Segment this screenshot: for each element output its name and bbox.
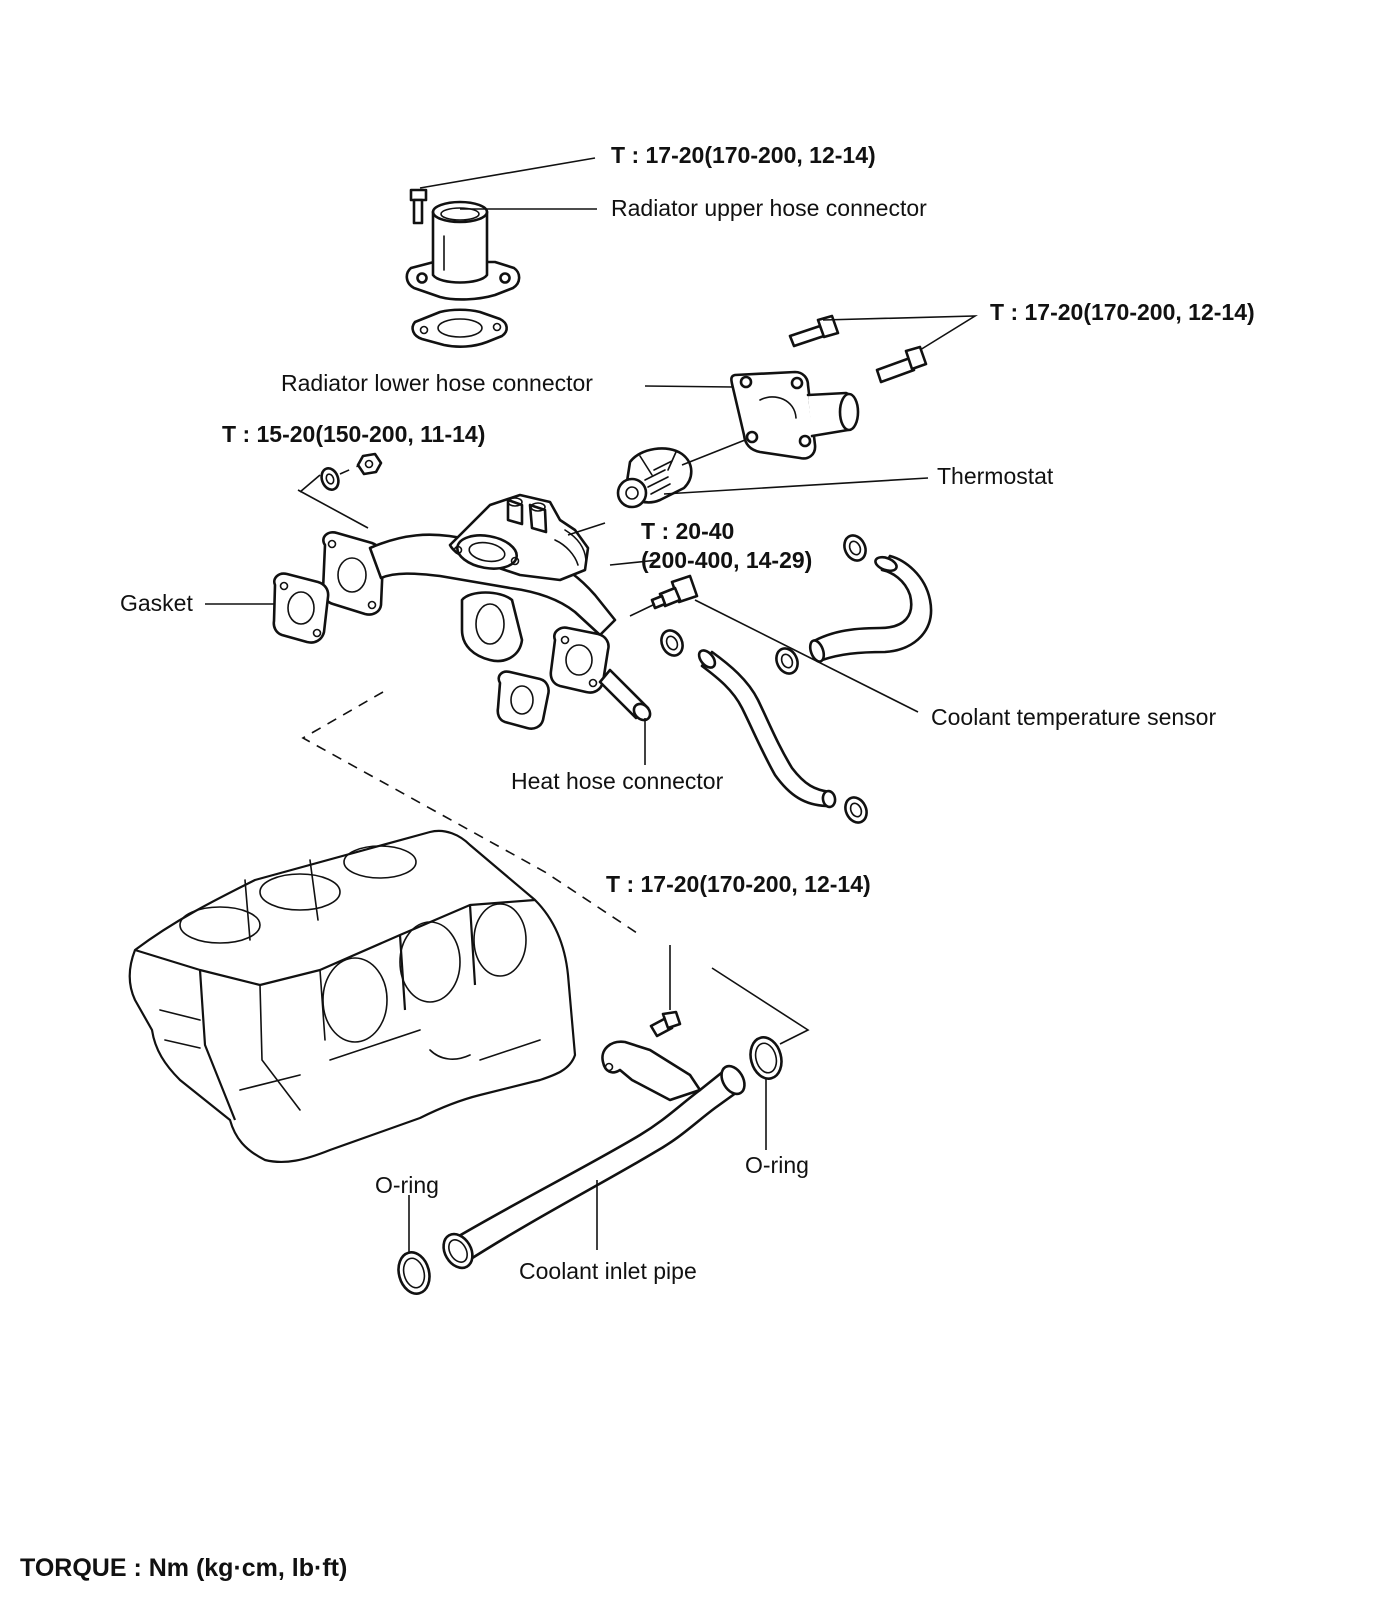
- lower-connector-bolt-2: [875, 345, 928, 384]
- radiator-lower-hose-connector-part: [730, 314, 928, 460]
- hose-clamps: [660, 534, 868, 824]
- coolant-manifold-part: [321, 493, 652, 730]
- label-o-ring-right: O-ring: [745, 1152, 809, 1178]
- label-thermostat: Thermostat: [937, 463, 1054, 489]
- assembly-guide-lines: [297, 474, 810, 1045]
- torque-label-inlet-pipe: T : 17-20(170-200, 12-14): [606, 871, 871, 897]
- label-radiator-upper-hose-connector: Radiator upper hose connector: [611, 195, 927, 221]
- torque-label-gasket-nuts: T : 15-20(150-200, 11-14): [222, 421, 485, 447]
- coolant-inlet-pipe-part: [442, 1010, 746, 1270]
- bypass-hose-upper: [808, 554, 933, 663]
- coolant-temperature-sensor-part: [650, 574, 699, 610]
- thermostat-part: [616, 447, 693, 509]
- label-heat-hose-connector: Heat hose connector: [511, 768, 724, 794]
- inlet-pipe-bolt: [649, 1010, 682, 1038]
- label-o-ring-left: O-ring: [375, 1172, 439, 1198]
- lower-connector-bolt-1: [788, 314, 840, 348]
- footer-torque-units: TORQUE : Nm (kg·cm, lb·ft): [20, 1554, 347, 1582]
- gasket-nuts: [320, 452, 383, 491]
- torque-label-sensor-line2: (200-400, 14-29): [641, 547, 812, 573]
- torque-label-upper-hose: T : 17-20(170-200, 12-14): [611, 142, 876, 168]
- heater-hose: [697, 649, 837, 809]
- leader-lines: [205, 157, 978, 1252]
- label-radiator-lower-hose-connector: Radiator lower hose connector: [281, 370, 593, 396]
- label-coolant-inlet-pipe: Coolant inlet pipe: [519, 1258, 697, 1284]
- upper-connector-bolt: [409, 188, 428, 225]
- torque-label-lower-hose: T : 17-20(170-200, 12-14): [990, 299, 1255, 325]
- label-gasket: Gasket: [120, 590, 193, 616]
- gasket-part: [272, 572, 330, 644]
- engine-block: [128, 829, 577, 1164]
- torque-label-sensor-line1: T : 20-40: [641, 518, 734, 544]
- radiator-upper-hose-connector-part: [405, 188, 521, 348]
- o-ring-left-part: [397, 1251, 431, 1295]
- label-coolant-temperature-sensor: Coolant temperature sensor: [931, 704, 1216, 730]
- o-ring-right-part: [749, 1036, 783, 1080]
